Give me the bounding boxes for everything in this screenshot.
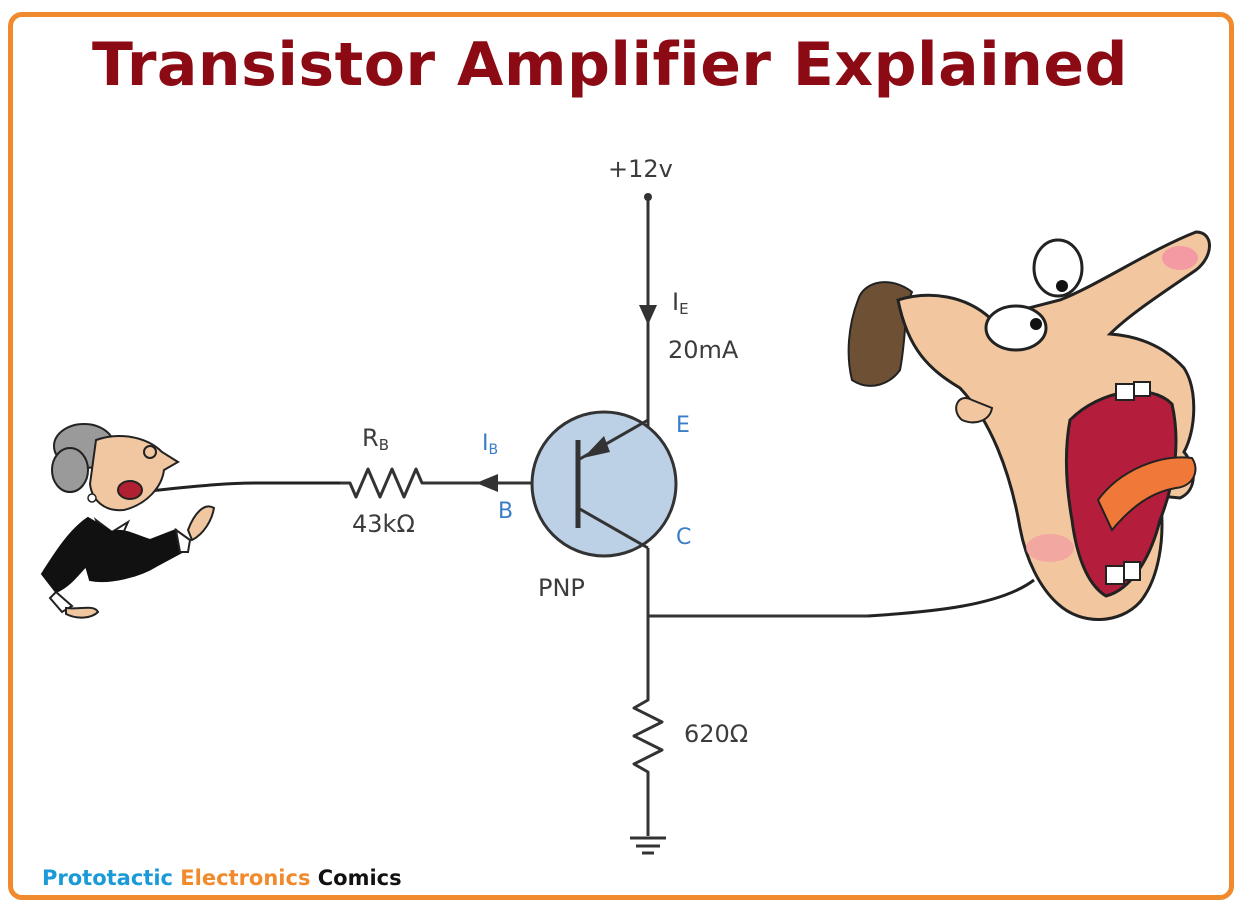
terminal-e-label: E [676,413,690,438]
page-title: Transistor Amplifier Explained [92,30,1128,100]
credit-comics: Comics [317,866,402,890]
collector-resistor [632,690,664,782]
old-woman-cartoon [40,423,216,619]
emitter-current-arrow [639,305,657,325]
transistor-collector-lead [577,506,649,550]
supply-label: +12v [608,155,673,183]
transistor-body [530,410,678,558]
base-resistor [340,467,432,499]
emitter-current-value: 20mA [668,336,739,364]
terminal-c-label: C [676,525,691,550]
emitter-current-label: IE [672,288,689,318]
credit-electronics: Electronics [180,866,311,890]
credit-line: Prototactic Electronics Comics [42,866,402,890]
input-signal-line [137,481,340,494]
transistor-emitter-arrow [583,436,610,458]
collector-resistor-value: 620Ω [684,720,748,748]
credit-prototactic: Prototactic [42,866,173,890]
base-current-label: IB [482,431,498,458]
terminal-b-label: B [498,499,513,524]
base-current-arrow [476,474,498,492]
screaming-man-cartoon [847,230,1211,621]
base-resistor-value: 43kΩ [352,510,415,538]
output-signal-line [867,578,1035,618]
transistor-type-label: PNP [538,574,585,602]
pnp-transistor [530,410,678,558]
ground-icon [630,836,666,855]
base-resistor-label: RB [362,424,389,454]
